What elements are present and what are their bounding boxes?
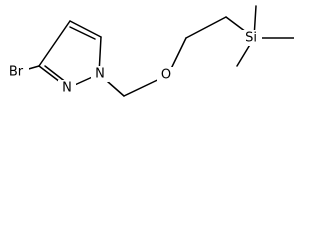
bond-ch2-ch2 — [185, 16, 227, 39]
n2-label: N — [62, 81, 72, 96]
bond-c5-c4-double-b — [69, 26, 96, 40]
n1-label-bg — [91, 66, 109, 82]
n1-label: N — [95, 67, 105, 82]
structure-diagram: Br N N O Si — [3, 5, 294, 97]
oxygen-label: O — [161, 68, 171, 83]
bromine-label: Br — [9, 65, 24, 80]
bond-c4-c3 — [38, 20, 71, 67]
br-label-bg — [3, 62, 29, 80]
o-label-bg — [157, 67, 175, 83]
bond-c5-c4-double-a — [69, 20, 102, 38]
n2-label-bg — [58, 80, 76, 96]
si-label-bg — [240, 30, 262, 46]
silicon-label: Si — [245, 31, 257, 46]
